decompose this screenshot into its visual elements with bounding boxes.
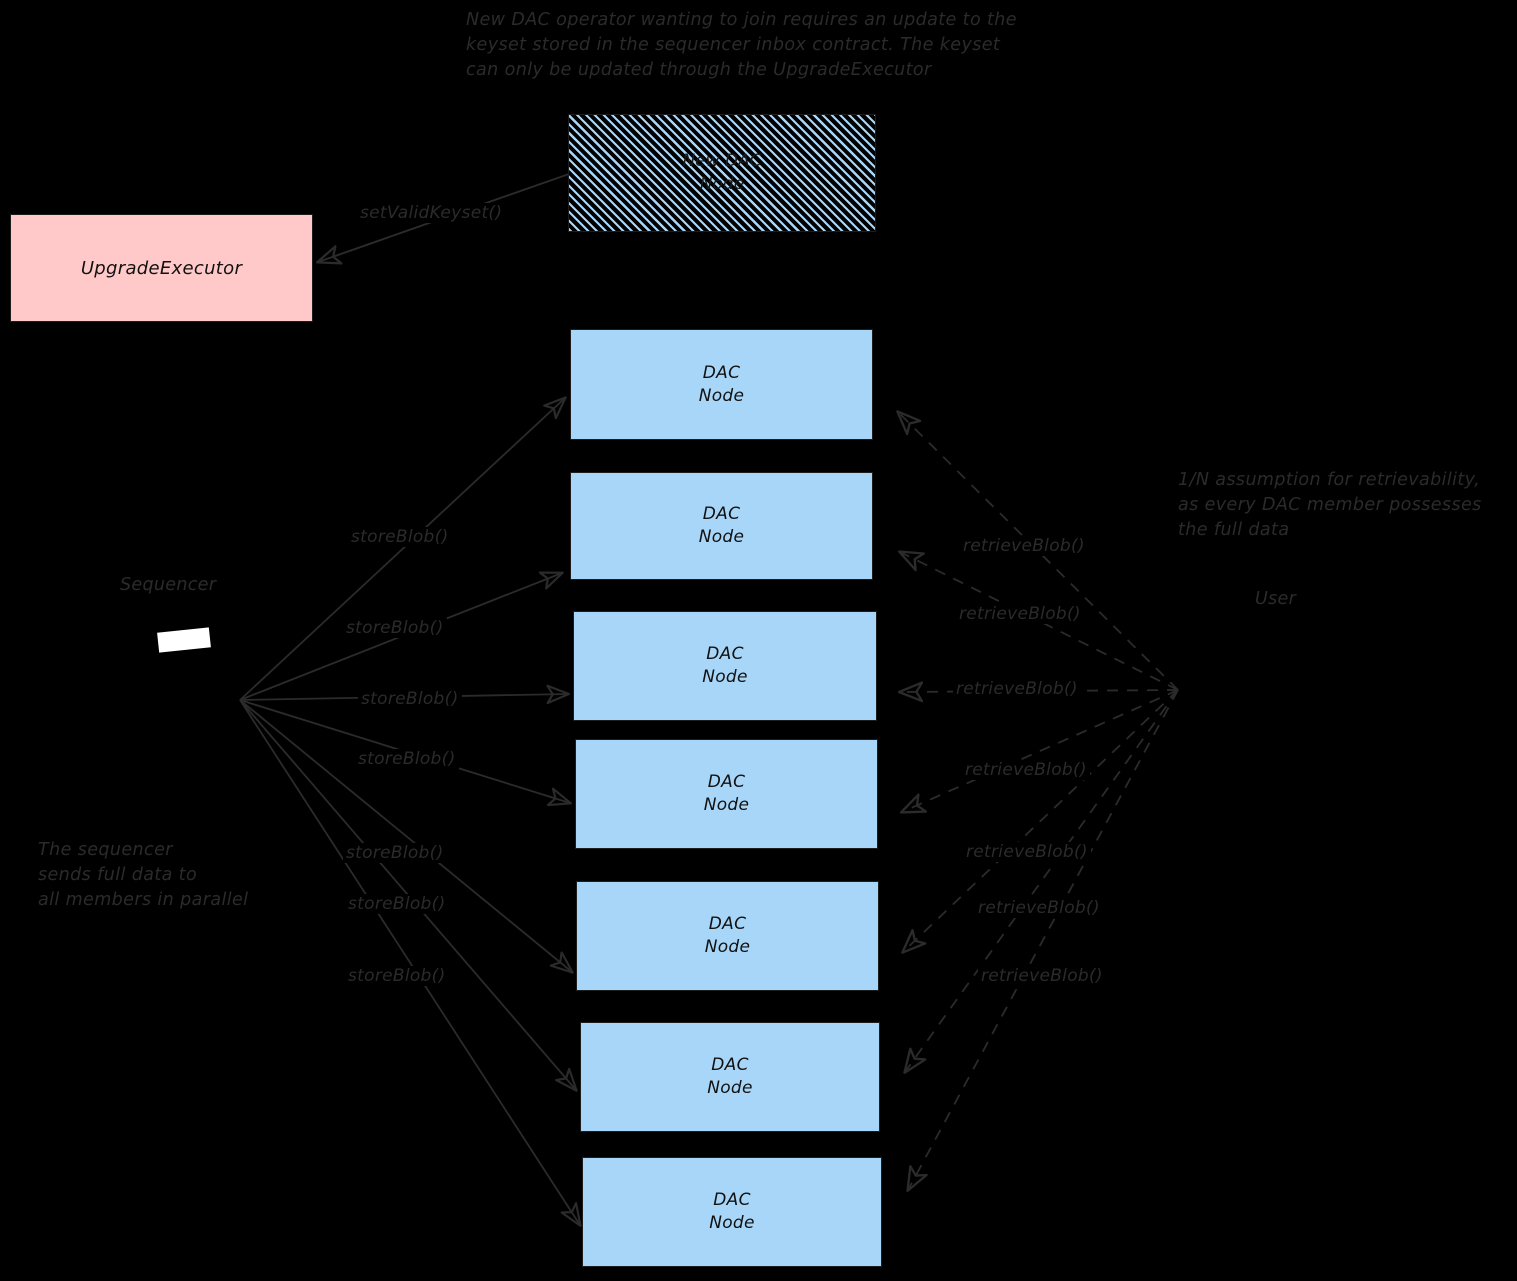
edge-label-store-blob-5: storeBlob() xyxy=(343,843,447,863)
edge-retrieve-blob-6 xyxy=(905,689,1179,1072)
dac-node-box-2[interactable]: DAC Node xyxy=(570,472,873,580)
dac-node-line1: DAC xyxy=(707,772,746,792)
dac-node-line1: DAC xyxy=(708,914,747,934)
new-dac-node-box[interactable]: New DAC Node xyxy=(568,114,876,232)
dac-node-line2: Node xyxy=(702,667,748,687)
dac-node-box-7[interactable]: DAC Node xyxy=(582,1157,882,1267)
new-dac-node-line2: Node xyxy=(699,174,745,194)
dac-node-line1: DAC xyxy=(706,644,744,664)
edge-label-store-blob-3: storeBlob() xyxy=(358,689,462,709)
dac-node-box-6[interactable]: DAC Node xyxy=(580,1022,880,1132)
note-bottom-left: The sequencer sends full data to all mem… xyxy=(38,840,249,910)
note-top: New DAC operator wanting to join require… xyxy=(466,10,1017,80)
edge-store-blob-5 xyxy=(239,699,572,972)
upgrade-executor-label: UpgradeExecutor xyxy=(80,257,243,279)
edge-label-store-blob-1: storeBlob() xyxy=(348,527,452,547)
dac-node-line1: DAC xyxy=(713,1190,751,1210)
upgrade-executor-box[interactable]: UpgradeExecutor xyxy=(10,214,313,322)
edge-retrieve-blob-4 xyxy=(902,689,1179,812)
dac-node-box-4[interactable]: DAC Node xyxy=(575,739,878,849)
dac-node-line2: Node xyxy=(709,1213,755,1233)
dac-node-box-1[interactable]: DAC Node xyxy=(570,329,873,440)
dac-node-box-3[interactable]: DAC Node xyxy=(573,611,877,721)
edge-label-store-blob-6: storeBlob() xyxy=(345,894,449,914)
dac-node-line1: DAC xyxy=(711,1055,749,1075)
edge-label-store-blob-7: storeBlob() xyxy=(345,966,449,986)
edge-store-blob-1 xyxy=(239,398,565,701)
edge-group-store-blob xyxy=(239,398,580,1225)
edge-label-retrieve-blob-7: retrieveBlob() xyxy=(978,966,1106,986)
new-dac-node-line1: New DAC xyxy=(682,151,762,171)
user-label: User xyxy=(1255,589,1297,609)
sequencer-label: Sequencer xyxy=(120,575,217,595)
dac-node-line2: Node xyxy=(698,527,745,547)
edge-label-retrieve-blob-6: retrieveBlob() xyxy=(975,898,1103,918)
edge-label-retrieve-blob-2: retrieveBlob() xyxy=(956,604,1084,624)
dac-node-box-5[interactable]: DAC Node xyxy=(576,881,879,991)
edge-label-retrieve-blob-1: retrieveBlob() xyxy=(960,536,1088,556)
edge-store-blob-7 xyxy=(239,699,580,1225)
edge-label-store-blob-2: storeBlob() xyxy=(343,618,447,638)
edge-label-retrieve-blob-4: retrieveBlob() xyxy=(962,760,1090,780)
dac-node-line1: DAC xyxy=(702,362,741,383)
edge-group-retrieve-blob xyxy=(898,412,1179,1190)
note-right: 1/N assumption for retrievability, as ev… xyxy=(1178,470,1482,540)
edge-label-retrieve-blob-3: retrieveBlob() xyxy=(953,679,1081,699)
sequencer-actor-icon xyxy=(157,627,211,653)
edge-label-store-blob-4: storeBlob() xyxy=(355,749,459,769)
dac-node-line1: DAC xyxy=(702,504,741,524)
dac-node-line2: Node xyxy=(707,1078,753,1098)
dac-node-line2: Node xyxy=(703,795,750,815)
dac-node-line2: Node xyxy=(698,385,745,406)
edge-label-retrieve-blob-5: retrieveBlob() xyxy=(963,842,1091,862)
dac-node-line2: Node xyxy=(704,937,751,957)
edge-label-set-valid-keyset: setValidKeyset() xyxy=(357,203,506,223)
